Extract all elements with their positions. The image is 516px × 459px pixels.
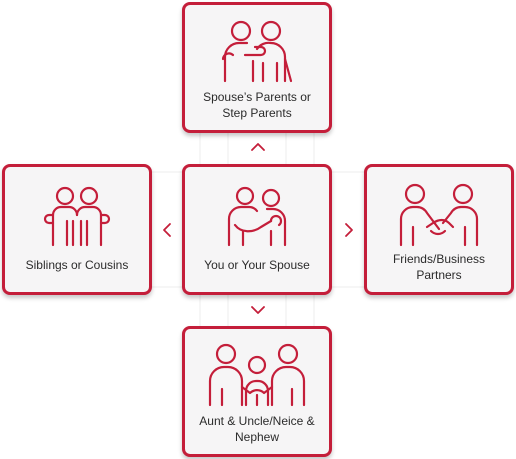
family-icon [208, 343, 306, 407]
card-label: Aunt & Uncle/Neice & Nephew [199, 414, 315, 444]
card-siblings-cousins[interactable]: Siblings or Cousins [2, 164, 152, 295]
card-aunt-uncle[interactable]: Aunt & Uncle/Neice & Nephew [182, 326, 332, 457]
card-label: Friends/Business Partners [392, 252, 486, 282]
card-you-or-spouse[interactable]: You or Your Spouse [182, 164, 332, 295]
hugging-couple-icon [227, 186, 287, 247]
chevron-left-icon[interactable] [162, 222, 172, 238]
chevron-up-icon[interactable] [250, 142, 266, 152]
card-spouses-parents[interactable]: Spouse’s Parents or Step Parents [182, 2, 332, 133]
chevron-down-icon[interactable] [250, 305, 266, 315]
handshake-icon [399, 183, 479, 247]
chevron-right-icon[interactable] [344, 222, 354, 238]
card-label: Siblings or Cousins [25, 258, 129, 272]
card-friends-business[interactable]: Friends/Business Partners [364, 164, 514, 295]
card-label: You or Your Spouse [204, 258, 310, 272]
couple-icon [221, 20, 293, 83]
card-label: Spouse’s Parents or Step Parents [203, 90, 311, 120]
siblings-icon [43, 186, 111, 247]
